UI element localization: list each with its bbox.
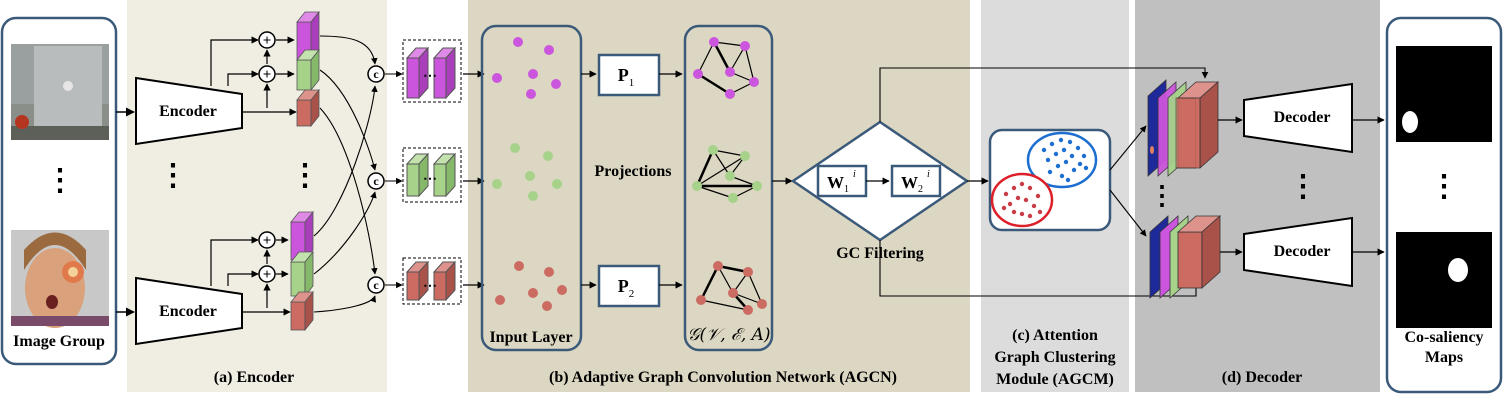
concat-tensor-green: ⋯ (402, 147, 462, 203)
blue-cluster-points (1041, 137, 1089, 183)
concat-tensor-magenta: ⋯ (402, 39, 462, 103)
feature-block-green-bottom (290, 250, 314, 298)
encoder-panel-title: (a) Encoder (214, 369, 294, 386)
input-nodes-red (495, 261, 567, 311)
cluster-to-decoder-arrows (1109, 125, 1147, 237)
image-group-ellipsis: ⋮ (45, 164, 75, 197)
red-cluster-points (1001, 181, 1043, 219)
agcm-panel-title-2: Graph Clustering (994, 349, 1115, 366)
weight-w2: W2 i (890, 164, 942, 198)
svg-text:P1: P1 (618, 65, 635, 89)
svg-text:Encoder: Encoder (159, 303, 217, 320)
svg-text:+: + (263, 267, 272, 283)
svg-text:⋯: ⋯ (423, 69, 437, 84)
concat-icon (367, 172, 385, 190)
saliency-map-bottom-icon (1396, 232, 1492, 328)
graph-notation-label: 𝒢(𝒱, ℰ, A) (687, 325, 770, 345)
svg-text:+: + (263, 67, 272, 83)
svg-text:Decoder: Decoder (1274, 243, 1331, 260)
laptop-photo-icon (11, 44, 109, 140)
svg-text:Encoder: Encoder (159, 103, 217, 120)
agcm-panel-title-1: (c) Attention (1012, 327, 1098, 344)
input-layer-label: Input Layer (489, 329, 572, 346)
svg-text:i: i (927, 169, 930, 180)
svg-text:W2: W2 (901, 173, 923, 195)
svg-text:⋯: ⋯ (423, 172, 437, 187)
graph-box (683, 24, 774, 352)
input-nodes-magenta (492, 37, 561, 99)
agcm-panel-title-3: Module (AGCM) (996, 371, 1114, 388)
projections-label: Projections (594, 163, 671, 180)
svg-text:P2: P2 (618, 276, 635, 300)
concat-icon (367, 276, 385, 294)
svg-text:c: c (373, 174, 379, 188)
decoder-bottom: Decoder (1243, 216, 1353, 288)
saliency-map-top-icon (1396, 46, 1492, 142)
plus-icon (258, 65, 276, 83)
graph-magenta-icon (693, 37, 759, 99)
concat-tensor-red: ⋯ (402, 257, 462, 305)
feature-block-red-bottom (290, 290, 314, 332)
svg-text:+: + (263, 33, 272, 49)
decoder-ellipsis: ⋮ (1288, 170, 1318, 203)
decoder-stack-bottom (1149, 215, 1222, 299)
encoder-top-wiring (210, 36, 297, 116)
co-saliency-ellipsis: ⋮ (1429, 170, 1459, 203)
face-photo-icon (11, 230, 109, 328)
decoder-panel (1135, 0, 1380, 392)
plus-icon (258, 265, 276, 283)
encoder-ellipsis-2: ⋮ (290, 159, 320, 192)
graph-green-icon (692, 145, 762, 203)
encoder-bottom: Encoder (135, 276, 243, 346)
image-group-label: Image Group (13, 333, 105, 350)
red-cluster-ellipse (990, 172, 1054, 228)
input-layer-box (480, 24, 583, 352)
decoder-stack-ellipsis: ⋮ (1149, 181, 1175, 210)
projection-p2: P2 (597, 264, 661, 308)
input-nodes-green (492, 143, 562, 201)
svg-text:+: + (263, 233, 272, 249)
svg-text:W1: W1 (827, 173, 849, 195)
plus-icon (258, 31, 276, 49)
plus-icon (258, 231, 276, 249)
concat-icon (367, 65, 385, 83)
svg-text:c: c (373, 67, 379, 81)
co-saliency-label-1: Co-saliency (1404, 329, 1483, 346)
decoder-panel-title: (d) Decoder (1222, 369, 1302, 386)
svg-text:i: i (853, 169, 856, 180)
encoder-ellipsis-1: ⋮ (158, 159, 188, 192)
svg-text:Decoder: Decoder (1274, 109, 1331, 126)
feature-block-green-top (296, 48, 320, 92)
encoder-bottom-wiring (210, 236, 291, 316)
svg-text:⋯: ⋯ (423, 279, 437, 294)
svg-text:c: c (373, 278, 379, 292)
agcn-panel-title: (b) Adaptive Graph Convolution Network (… (549, 369, 897, 386)
weight-w1: W1 i (816, 164, 868, 198)
projection-p1: P1 (597, 53, 661, 97)
feature-block-red-top (296, 88, 320, 128)
co-saliency-label-2: Maps (1425, 349, 1463, 366)
decoder-top: Decoder (1243, 82, 1353, 154)
encoder-top: Encoder (135, 76, 243, 146)
graph-red-icon (696, 261, 767, 315)
decoder-stack-top (1147, 79, 1220, 177)
concat-wiring (313, 35, 403, 313)
